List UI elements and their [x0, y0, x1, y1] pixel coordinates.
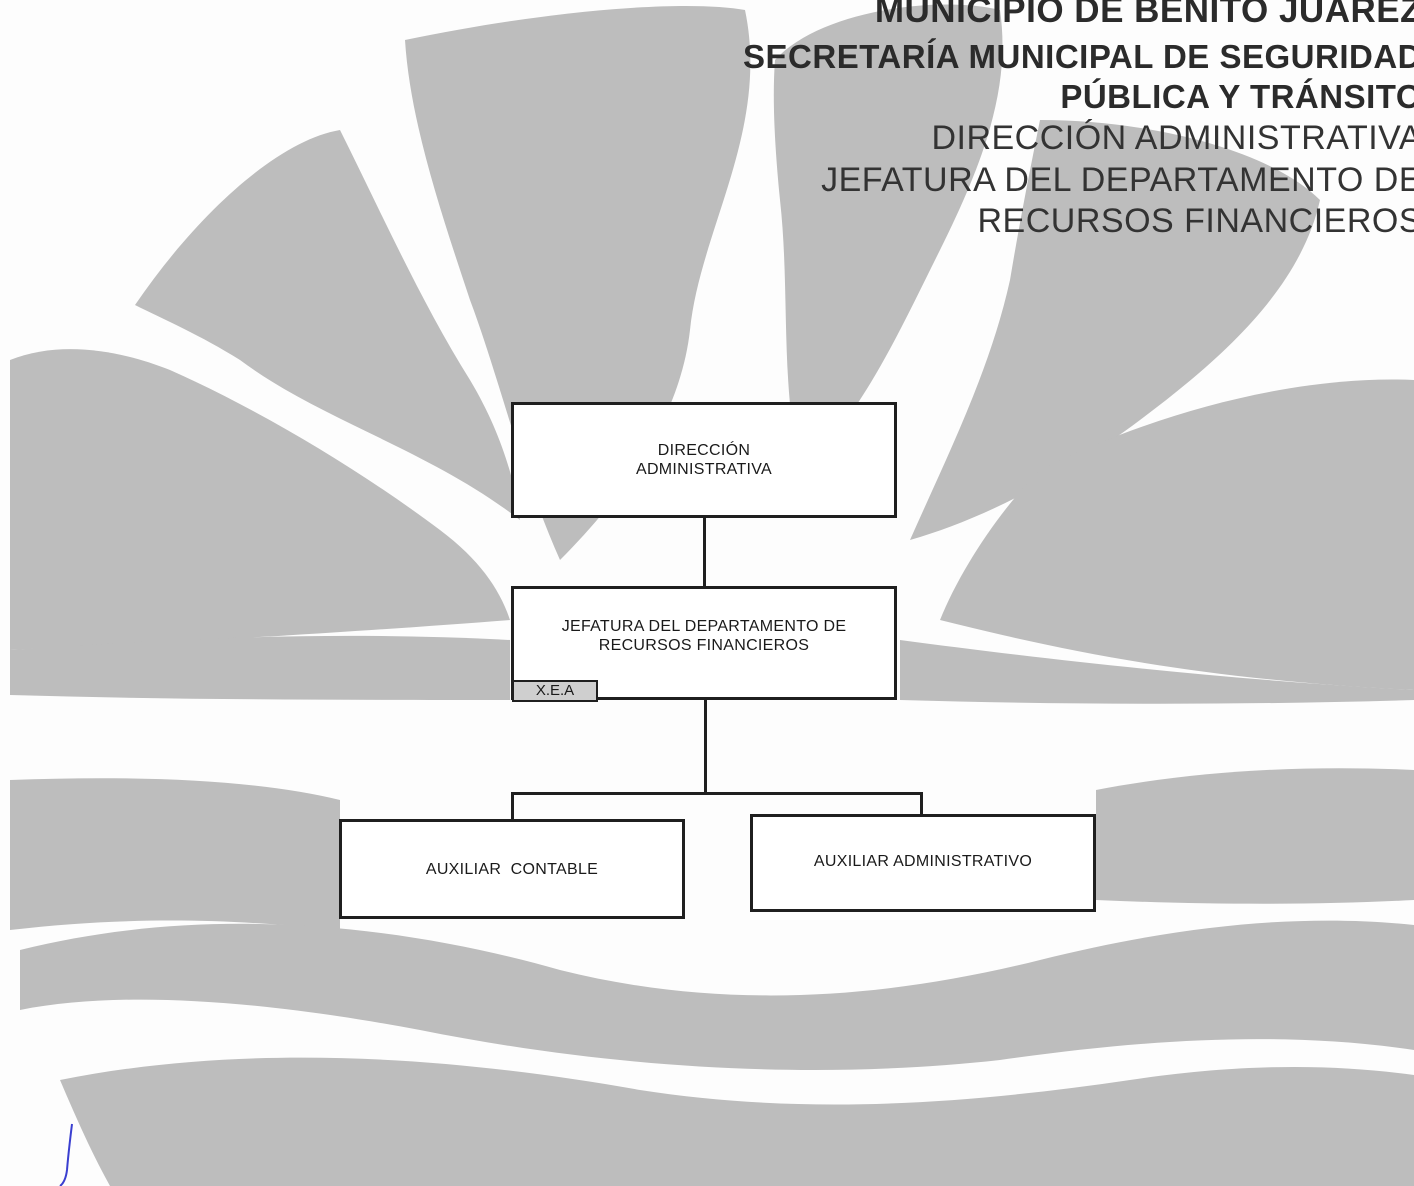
handwritten-signature-mark	[59, 1123, 73, 1186]
header-department: JEFATURA DEL DEPARTAMENTO DE	[821, 161, 1414, 199]
org-node-label: JEFATURA DEL DEPARTAMENTO DE RECURSOS FI…	[561, 618, 847, 654]
connector-top-to-middle	[703, 518, 706, 586]
org-node-label: AUXILIAR CONTABLE	[425, 860, 599, 878]
connector-left-child	[511, 792, 514, 819]
header-direction: DIRECCIÓN ADMINISTRATIVA	[931, 119, 1414, 157]
connector-right-child	[920, 792, 923, 814]
org-node-label: AUXILIAR ADMINISTRATIVO	[813, 852, 1033, 870]
connector-middle-down	[704, 700, 707, 793]
org-node-auxiliar-administrativo: AUXILIAR ADMINISTRATIVO	[750, 814, 1096, 912]
header-secretariat-cont: PÚBLICA Y TRÁNSITO	[1060, 78, 1414, 115]
header-secretariat: SECRETARÍA MUNICIPAL DE SEGURIDAD	[743, 38, 1414, 75]
org-node-auxiliar-contable: AUXILIAR CONTABLE	[339, 819, 685, 919]
connector-horizontal-bar	[511, 792, 923, 795]
org-node-tag: X.E.A	[512, 680, 598, 702]
org-node-label: DIRECCIÓN ADMINISTRATIVA	[635, 442, 773, 478]
header-municipality: MUNICIPIO DE BENITO JUÁREZ	[874, 0, 1414, 30]
org-node-direccion-administrativa: DIRECCIÓN ADMINISTRATIVA	[511, 402, 897, 518]
header-department-cont: RECURSOS FINANCIEROS	[977, 202, 1414, 240]
